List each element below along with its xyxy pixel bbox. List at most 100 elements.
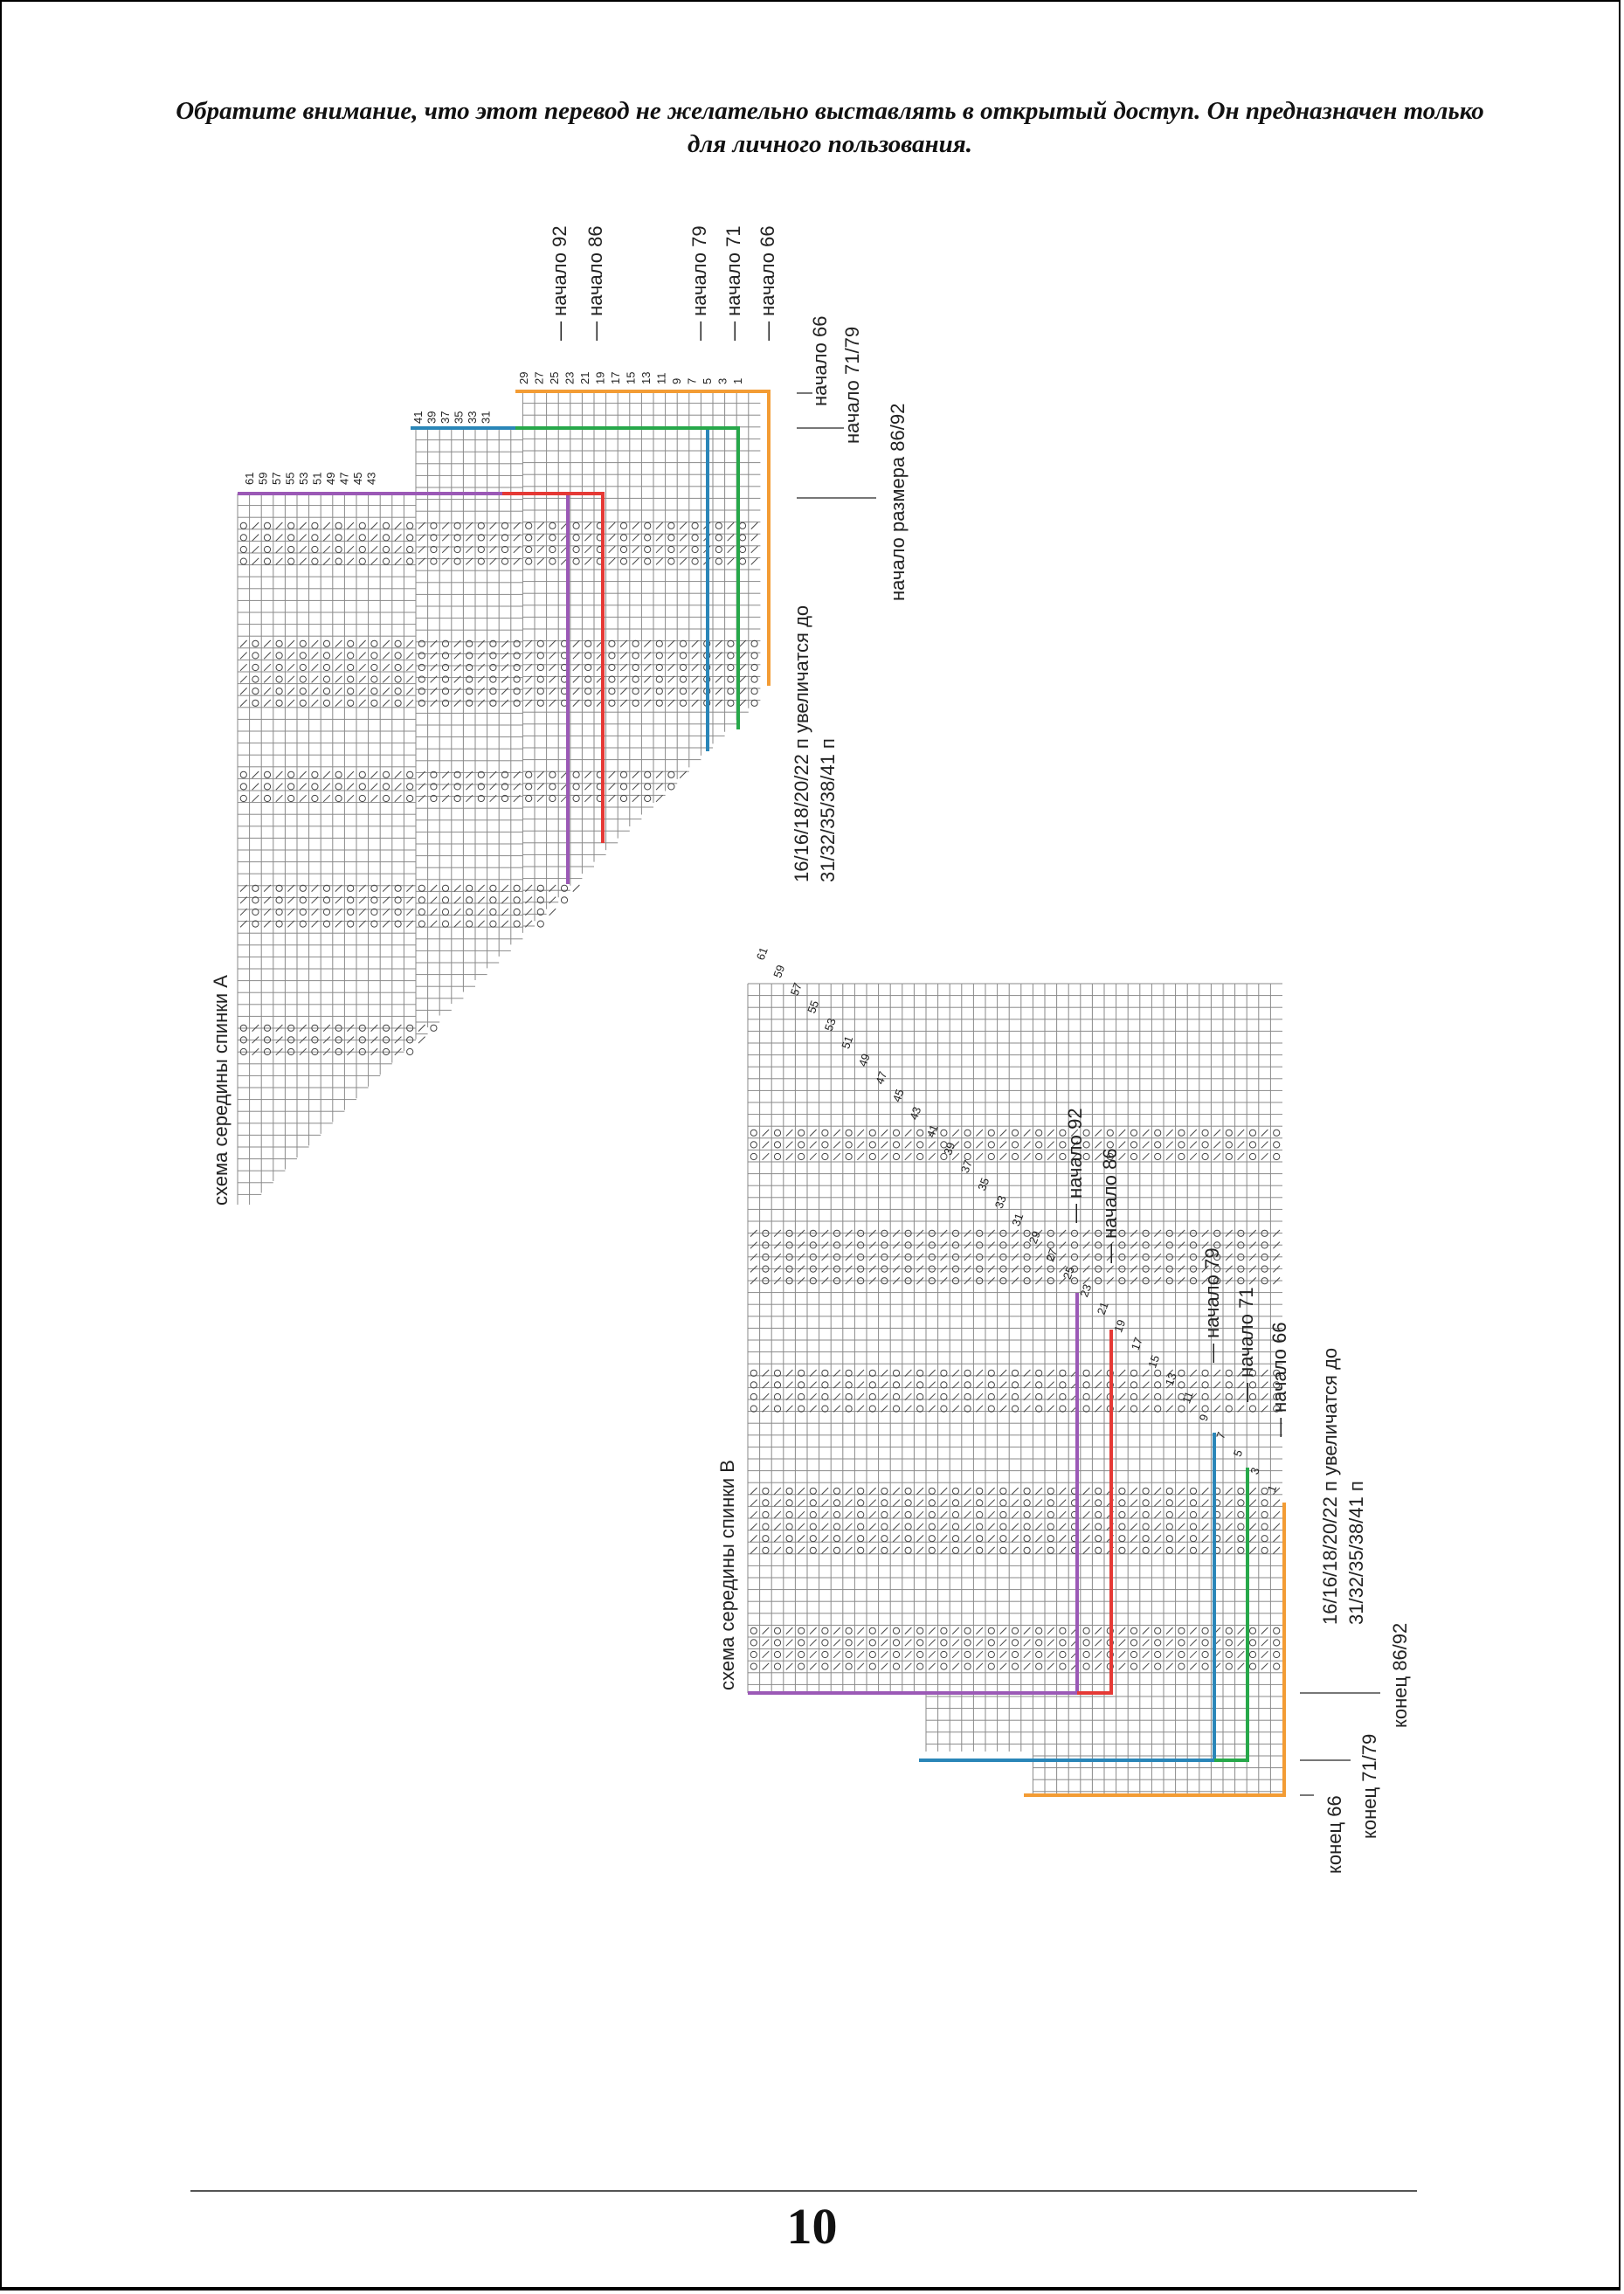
stitch-decrease <box>809 1392 817 1401</box>
stitch-yarnover <box>845 1141 853 1149</box>
stitch-yarnover <box>750 1627 757 1634</box>
stitch-yarnover <box>430 794 438 803</box>
stitch-yarnover <box>441 908 450 916</box>
stitch-decrease <box>572 639 580 647</box>
stitch-yarnover <box>466 920 473 928</box>
stitch-decrease <box>263 688 272 695</box>
stitch-yarnover <box>513 920 521 928</box>
stitch-decrease <box>263 663 272 672</box>
stitch-yarnover <box>951 1487 960 1495</box>
stitch-decrease <box>785 1141 793 1149</box>
stitch-yarnover <box>406 545 414 554</box>
stitch-decrease <box>441 534 450 542</box>
stitch-yarnover <box>691 557 699 565</box>
stitch-yarnover <box>477 794 485 803</box>
stitch-yarnover <box>560 896 569 904</box>
stitch-decrease <box>987 1499 995 1507</box>
stitch-decrease <box>750 1499 757 1507</box>
stitch-decrease <box>1023 1392 1031 1401</box>
stitch-decrease <box>892 1253 901 1261</box>
stitch-decrease <box>453 699 461 707</box>
stitch-decrease <box>370 794 378 803</box>
stitch-decrease <box>940 1535 948 1543</box>
stitch-yarnover <box>347 688 355 695</box>
stitch-yarnover <box>940 1627 948 1634</box>
stitch-yarnover <box>964 1392 971 1401</box>
stitch-yarnover <box>750 688 758 695</box>
stitch-yarnover <box>738 557 747 565</box>
stitch-yarnover <box>833 1499 841 1507</box>
stitch-yarnover <box>845 1405 853 1413</box>
stitch-yarnover <box>619 770 628 778</box>
stitch-decrease <box>762 1369 770 1377</box>
stitch-decrease <box>1035 1499 1043 1507</box>
stitch-yarnover <box>322 896 331 904</box>
stitch-yarnover <box>252 920 259 928</box>
stitch-yarnover <box>999 1265 1007 1273</box>
stitch-decrease <box>632 783 639 791</box>
stitch-decrease <box>608 770 616 778</box>
outline-blue <box>411 426 709 751</box>
stitch-yarnover <box>987 1152 995 1161</box>
stitch-decrease <box>275 1036 283 1044</box>
stitch-yarnover <box>370 675 378 683</box>
stitch-yarnover <box>287 545 295 554</box>
stitch-yarnover <box>821 1381 829 1389</box>
stitch-decrease <box>477 884 485 892</box>
stitch-decrease <box>311 639 319 647</box>
stitch-yarnover <box>715 545 722 554</box>
stitch-decrease <box>322 545 331 554</box>
stitch-decrease <box>987 1229 995 1237</box>
stitch-decrease <box>370 783 378 791</box>
stitch-decrease <box>738 652 747 660</box>
stitch-decrease <box>489 534 497 542</box>
stitch-decrease <box>904 1129 912 1137</box>
stitch-yarnover <box>773 1369 782 1377</box>
stitch-yarnover <box>608 652 616 660</box>
stitch-decrease <box>584 545 592 554</box>
stitch-yarnover <box>536 688 544 695</box>
stitch-decrease <box>821 1499 829 1507</box>
stitch-decrease <box>976 1381 984 1389</box>
stitch-yarnover <box>881 1241 888 1249</box>
stitch-yarnover <box>857 1487 865 1495</box>
stitch-decrease <box>453 884 461 892</box>
stitch-decrease <box>881 1405 888 1413</box>
stitch-yarnover <box>845 1152 853 1161</box>
stitch-yarnover <box>916 1152 924 1161</box>
stitch-yarnover <box>881 1510 888 1519</box>
stitch-decrease <box>999 1639 1007 1647</box>
stitch-decrease <box>987 1241 995 1249</box>
stitch-decrease <box>762 1639 770 1647</box>
stitch-decrease <box>964 1535 971 1543</box>
stitch-yarnover <box>441 896 450 904</box>
stitch-yarnover <box>1023 1546 1031 1554</box>
stitch-yarnover <box>928 1241 936 1249</box>
stitch-decrease <box>382 699 390 707</box>
stitch-decrease <box>525 663 533 672</box>
stitch-yarnover <box>727 699 735 707</box>
stitch-yarnover <box>335 557 342 565</box>
stitch-yarnover <box>868 1129 876 1137</box>
stitch-yarnover <box>987 1381 995 1389</box>
stitch-yarnover <box>940 1381 948 1389</box>
stitch-yarnover <box>868 1639 876 1647</box>
stitch-yarnover <box>987 1369 995 1377</box>
stitch-decrease <box>311 688 319 695</box>
stitch-decrease <box>536 794 544 803</box>
stitch-decrease <box>987 1523 995 1530</box>
stitch-decrease <box>311 675 319 683</box>
stitch-decrease <box>1011 1487 1019 1495</box>
stitch-decrease <box>655 522 663 529</box>
stitch-decrease <box>453 908 461 916</box>
stitch-yarnover <box>322 908 331 916</box>
stitch-decrease <box>821 1253 829 1261</box>
stitch-decrease <box>418 1036 425 1044</box>
stitch-yarnover <box>809 1229 817 1237</box>
stitch-yarnover <box>987 1129 995 1137</box>
stitch-yarnover <box>287 534 295 542</box>
stitch-decrease <box>501 884 509 892</box>
stitch-yarnover <box>798 1392 805 1401</box>
stitch-decrease <box>1023 1650 1031 1659</box>
stitch-decrease <box>358 896 366 904</box>
